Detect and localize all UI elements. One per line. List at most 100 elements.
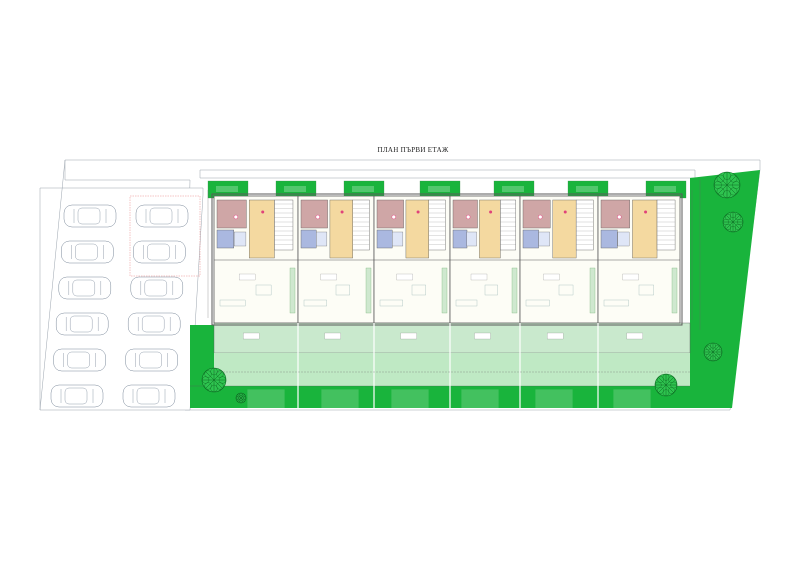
staircase-icon [352, 199, 370, 251]
townhouse-unit [449, 195, 521, 340]
car-icon [122, 384, 176, 408]
bedroom-floor [216, 199, 247, 229]
kitchen-floor [479, 199, 501, 259]
parking-area [39, 159, 204, 411]
sofa [219, 299, 246, 307]
wc-icon [617, 214, 622, 220]
tree-icon [235, 392, 247, 404]
marker-icon [644, 210, 648, 214]
kitchen-floor [552, 199, 577, 259]
car-icon [133, 240, 186, 264]
staircase-icon [500, 199, 516, 251]
staircase-icon [656, 199, 676, 251]
wc-floor [617, 231, 630, 247]
marker-icon [563, 210, 567, 214]
bathroom-floor [522, 229, 539, 249]
room-tag [622, 273, 639, 281]
room-tag [239, 273, 256, 281]
wc-icon [315, 214, 321, 220]
kitchen-floor [329, 199, 353, 259]
dimension-lines [207, 180, 701, 373]
bedroom-floor [452, 199, 478, 229]
kitchen-counter [441, 267, 448, 314]
dining-table [558, 284, 574, 296]
kitchen-counter [589, 267, 596, 314]
townhouse-unit [597, 195, 681, 340]
marker-icon [261, 210, 265, 214]
tree-icon [722, 211, 744, 233]
terrace-tag [474, 332, 491, 340]
bedroom-floor [300, 199, 328, 229]
dining-table [255, 284, 272, 296]
car-icon [125, 348, 178, 372]
wc-floor [538, 231, 550, 247]
car-icon [55, 312, 109, 336]
bathroom-floor [300, 229, 317, 249]
car-icon [50, 384, 104, 408]
terrace-tag [626, 332, 643, 340]
kitchen-counter [365, 267, 372, 314]
kitchen-floor [405, 199, 429, 259]
sofa [303, 299, 327, 307]
townhouse-unit [519, 195, 599, 340]
wc-floor [316, 231, 328, 247]
sofa [379, 299, 403, 307]
room-tag [320, 273, 337, 281]
wc-icon [538, 214, 543, 220]
dining-table [638, 284, 654, 296]
kitchen-counter [289, 267, 296, 314]
dining-table [411, 284, 426, 296]
sofa [455, 299, 478, 307]
dining-table [335, 284, 350, 296]
bathroom-floor [452, 229, 468, 249]
wc-floor [234, 231, 247, 247]
kitchen-counter [671, 267, 678, 314]
wc-icon [465, 214, 471, 220]
lawn-right [690, 170, 760, 408]
tree-icon [713, 171, 741, 199]
townhouse-unit [297, 195, 375, 340]
trees [201, 171, 744, 404]
car-icon [58, 276, 112, 300]
wc-icon [391, 214, 397, 220]
room-tag [543, 273, 560, 281]
bedroom-floor [376, 199, 404, 229]
dining-table [484, 284, 498, 296]
bedroom-floor [600, 199, 630, 229]
marker-icon [416, 210, 420, 214]
townhouse-units [211, 193, 683, 340]
bathroom-floor [600, 229, 618, 249]
terrace-tag [547, 332, 564, 340]
terrace-tag [324, 332, 341, 340]
kitchen-floor [632, 199, 658, 259]
wc-floor [392, 231, 404, 247]
bathroom-floor [376, 229, 393, 249]
front-lawn-patches [207, 180, 687, 199]
parking-cars [50, 204, 189, 408]
wc-icon [233, 214, 239, 220]
room-tag [470, 273, 488, 281]
bathroom-floor [216, 229, 234, 249]
kitchen-floor [249, 199, 275, 259]
bedroom-floor [522, 199, 551, 229]
sofa [603, 299, 629, 307]
car-icon [53, 348, 106, 372]
car-icon [63, 204, 117, 228]
plan-title: ПЛАН ПЪРВИ ЕТАЖ [377, 146, 448, 154]
car-icon [135, 204, 189, 228]
townhouse-unit [373, 195, 451, 340]
car-icon [61, 240, 114, 264]
tree-icon [201, 367, 227, 393]
staircase-icon [575, 199, 594, 251]
marker-icon [340, 210, 344, 214]
room-tag [396, 273, 413, 281]
staircase-icon [428, 199, 446, 251]
car-icon [127, 312, 181, 336]
staircase-icon [274, 199, 294, 251]
plot-dividers [247, 323, 651, 409]
tree-icon [703, 342, 723, 362]
townhouse-unit [213, 195, 299, 340]
sofa [525, 299, 550, 307]
terrace-tag [243, 332, 260, 340]
